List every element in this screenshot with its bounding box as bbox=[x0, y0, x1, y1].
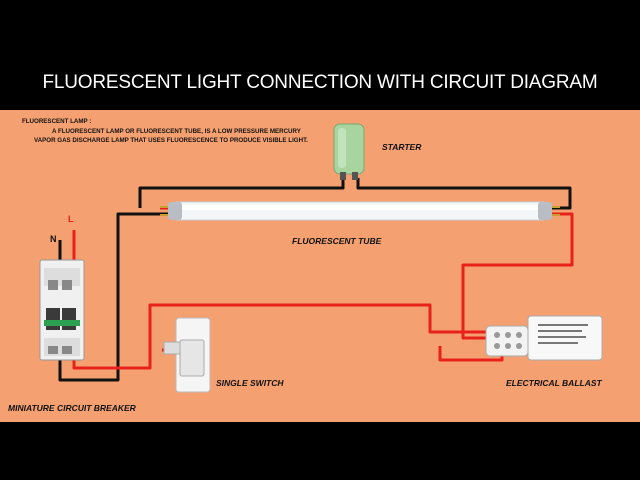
mcb-label: MINIATURE CIRCUIT BREAKER bbox=[8, 403, 136, 413]
electrical-ballast-icon bbox=[485, 315, 603, 361]
diagram-panel: FLUORESCENT LAMP : A FLUORESCENT LAMP OR… bbox=[0, 110, 640, 422]
single-switch-label: SINGLE SWITCH bbox=[216, 378, 284, 388]
description-body: A FLUORESCENT LAMP OR FLUORESCENT TUBE, … bbox=[34, 127, 308, 145]
starter-label: STARTER bbox=[382, 142, 422, 152]
line-terminal-label: L bbox=[68, 214, 74, 224]
circuit-diagram bbox=[39, 123, 603, 393]
description-heading: FLUORESCENT LAMP : bbox=[22, 118, 92, 125]
neutral-wire-starter-right bbox=[356, 178, 572, 210]
fluorescent-tube-label: FLUORESCENT TUBE bbox=[292, 236, 382, 246]
description-block: FLUORESCENT LAMP : A FLUORESCENT LAMP OR… bbox=[22, 117, 312, 146]
neutral-wire-to-tube bbox=[58, 212, 168, 382]
miniature-circuit-breaker-icon bbox=[39, 259, 85, 361]
neutral-terminal-label: N bbox=[50, 234, 57, 244]
line-wire-to-switch bbox=[72, 303, 487, 370]
starter-icon bbox=[333, 123, 365, 180]
neutral-wire-starter-left bbox=[138, 178, 345, 208]
diagram-title: FLUORESCENT LIGHT CONNECTION WITH CIRCUI… bbox=[42, 72, 598, 93]
electrical-ballast-label: ELECTRICAL BALLAST bbox=[506, 378, 602, 388]
fluorescent-tube-icon bbox=[160, 201, 560, 221]
single-switch-icon bbox=[163, 317, 211, 393]
line-wire-tube-to-ballast bbox=[461, 212, 574, 340]
